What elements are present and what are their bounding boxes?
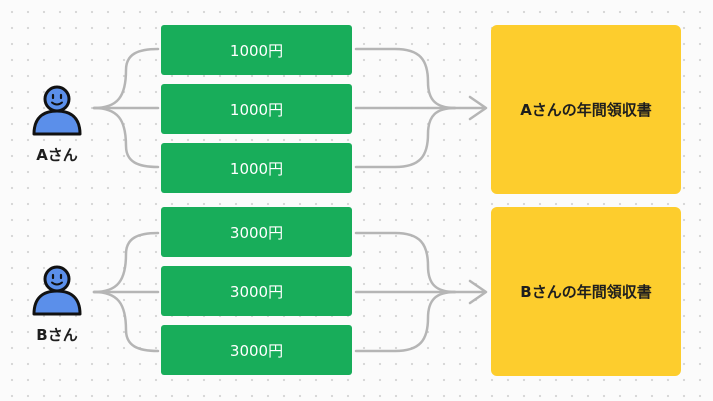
connector-a-person-to-amount-1 xyxy=(92,47,160,110)
person-icon xyxy=(32,85,82,136)
receipt-box-b: Bさんの年間領収書 xyxy=(491,207,681,376)
amount-box-b-2: 3000円 xyxy=(161,266,352,316)
connector-b-person-to-amount-3 xyxy=(92,290,160,353)
person-b: Bさん xyxy=(27,264,87,345)
amount-box-b-3: 3000円 xyxy=(161,325,352,375)
arrowhead-a xyxy=(468,95,488,121)
amount-box-a-1: 1000円 xyxy=(161,25,352,75)
connector-a-person-to-amount-3 xyxy=(92,106,160,169)
connector-b-amount-3-to-receipt xyxy=(354,290,457,353)
connector-b-person-to-amount-1 xyxy=(92,231,160,294)
person-label-a: Aさん xyxy=(36,146,78,164)
amount-box-a-2: 1000円 xyxy=(161,84,352,134)
amount-box-b-1: 3000円 xyxy=(161,207,352,257)
connector-a-amount-3-to-receipt xyxy=(354,106,457,169)
person-a: Aさん xyxy=(27,84,87,165)
connector-b-amount-1-to-receipt xyxy=(354,231,457,294)
amount-box-a-3: 1000円 xyxy=(161,143,352,193)
connector-a-amount-1-to-receipt xyxy=(354,47,457,110)
arrowhead-b xyxy=(468,279,488,305)
person-label-b: Bさん xyxy=(36,326,78,344)
receipt-box-a: Aさんの年間領収書 xyxy=(491,25,681,194)
person-icon xyxy=(32,265,82,316)
